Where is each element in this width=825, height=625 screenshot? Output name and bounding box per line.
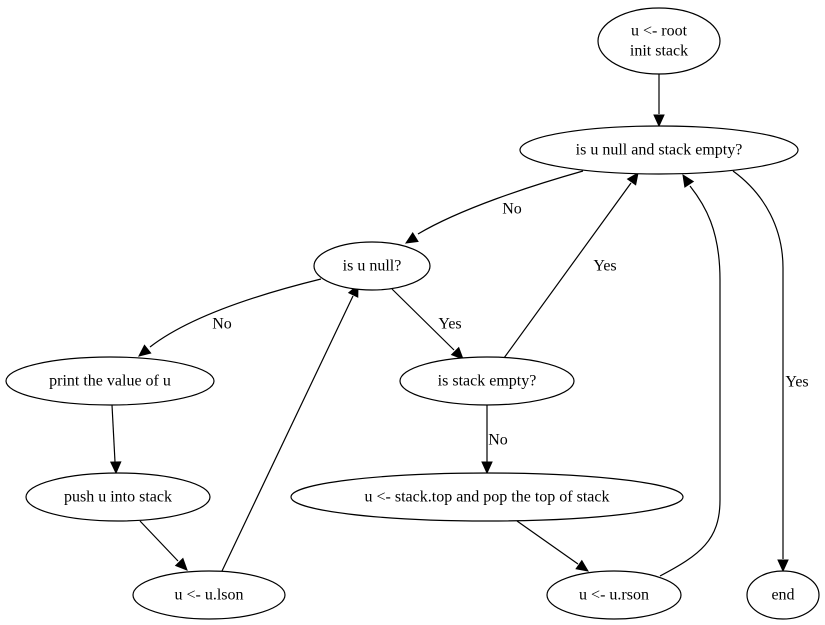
edge-u-null-to-print-u: No [138,278,322,357]
arrow-head-icon [777,559,789,573]
node-ellipse [290,472,684,522]
edge-line [221,295,354,572]
node-label: print the value of u [49,373,171,390]
edge-loop-cond-to-end: Yes [732,170,809,573]
node-ellipse [132,570,286,620]
edge-line [139,520,179,562]
node-label: u <- stack.top and pop the top of stack [365,489,610,506]
edge-line [417,170,584,235]
edge-pop-top-to-u-rson [516,520,589,572]
edge-label: Yes [785,374,808,391]
edge-line [516,520,579,565]
edge-stack-empty-to-pop-top: No [481,405,508,475]
edge-push-u-to-u-lson [139,520,188,571]
node-u-null: is u null? [313,241,431,291]
edge-u-lson-to-u-null [221,283,359,572]
edge-line [659,185,721,577]
node-label: u <- u.rson [579,587,649,604]
node-u-rson: u <- u.rson [546,570,682,620]
edge-print-u-to-push-u [109,404,122,475]
node-label: init stack [630,43,688,60]
arrow-head-icon [481,461,493,475]
node-label: end [771,587,794,604]
node-pop-top: u <- stack.top and pop the top of stack [290,472,684,522]
node-label: u <- root [631,23,688,40]
node-ellipse [313,241,431,291]
edge-label: Yes [593,258,616,275]
edge-line [503,182,632,359]
arrow-head-icon [682,173,695,188]
edge-line [149,278,322,348]
node-u-lson: u <- u.lson [132,570,286,620]
node-stack-empty: is stack empty? [399,356,575,406]
edge-line [391,288,455,351]
edge-label: No [212,316,232,333]
node-ellipse [399,356,575,406]
node-end: end [746,570,820,620]
node-ellipse [597,7,721,75]
arrow-head-icon [450,346,464,360]
arrow-head-icon [138,344,152,357]
node-ellipse [546,570,682,620]
edge-start-to-loop-cond [653,74,665,128]
node-label: is u null? [343,258,402,275]
node-push-u: push u into stack [25,472,211,522]
node-ellipse [5,356,215,406]
arrow-head-icon [404,231,419,244]
node-start: u <- root init stack [597,7,721,75]
nodes-layer: u <- root init stack is u null and stack e… [5,7,820,620]
node-label: is stack empty? [438,373,537,390]
edge-line [732,170,784,559]
node-label: push u into stack [64,489,172,506]
edge-label: No [502,201,522,218]
edge-label: Yes [438,316,461,333]
node-ellipse [25,472,211,522]
node-loop-cond: is u null and stack empty? [519,125,799,175]
arrow-head-icon [653,114,665,128]
node-ellipse [519,125,799,175]
node-print-u: print the value of u [5,356,215,406]
arrow-head-icon [109,461,122,475]
arrow-head-icon [575,559,589,572]
edge-u-rson-to-loop-cond [659,173,721,577]
node-ellipse [746,570,820,620]
edge-u-null-to-stack-empty: Yes [391,288,464,360]
arrow-head-icon [626,172,639,186]
edge-label: No [488,432,508,449]
edge-line [111,404,116,463]
node-label: is u null and stack empty? [576,142,743,159]
node-label: u <- u.lson [174,587,243,604]
arrow-head-icon [174,557,188,571]
edge-stack-empty-to-loop-cond: Yes [503,172,639,359]
edge-loop-cond-to-u-null: No [404,170,584,244]
